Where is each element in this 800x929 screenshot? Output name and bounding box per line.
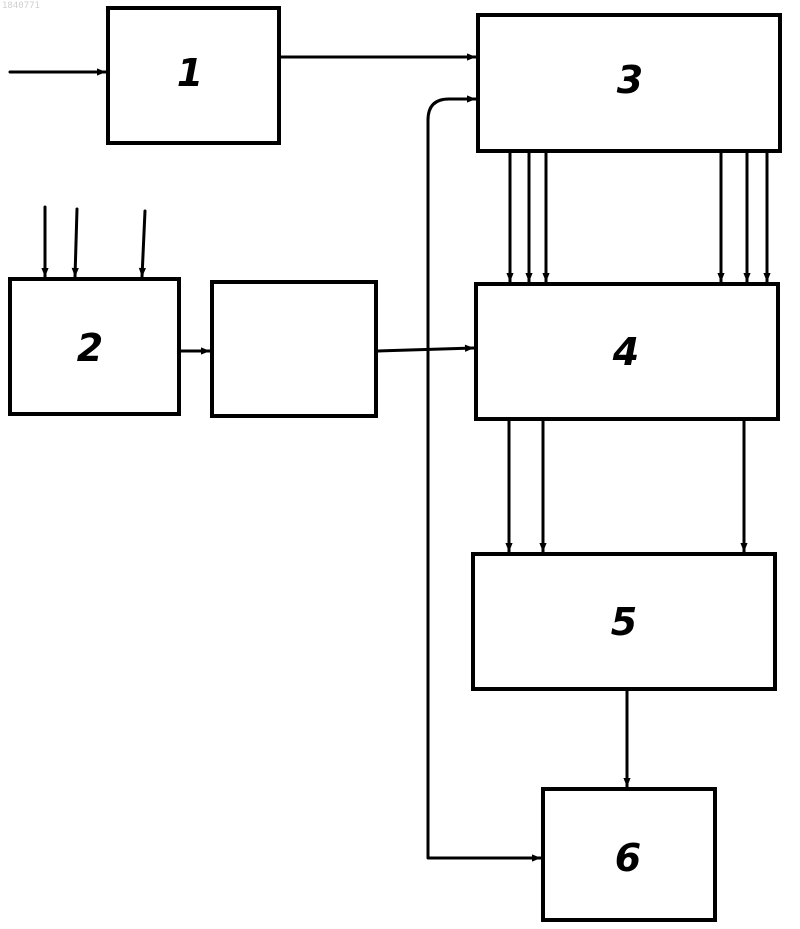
block-6-label: 6 [615, 836, 641, 880]
feedback-line-to-6 [428, 120, 541, 858]
block-3-label: 3 [617, 58, 643, 102]
block-6: 6 [543, 789, 715, 920]
block-2-label: 2 [77, 326, 103, 370]
arrow-unlabeled-to-4 [378, 348, 474, 351]
block-1-label: 1 [177, 51, 203, 95]
block-3: 3 [478, 15, 780, 151]
block-unlabeled [212, 282, 376, 416]
feedback-line-to-3 [428, 99, 476, 120]
block-4: 4 [476, 284, 778, 419]
corner-mark: 1840771 [2, 1, 40, 11]
input-arrow-block-2-c [142, 211, 145, 277]
block-2: 2 [10, 279, 179, 414]
block-5-label: 5 [611, 600, 637, 644]
block-5: 5 [473, 554, 775, 689]
block-1: 1 [108, 8, 279, 143]
input-arrow-block-2-b [75, 209, 77, 277]
block-4-label: 4 [612, 330, 639, 374]
